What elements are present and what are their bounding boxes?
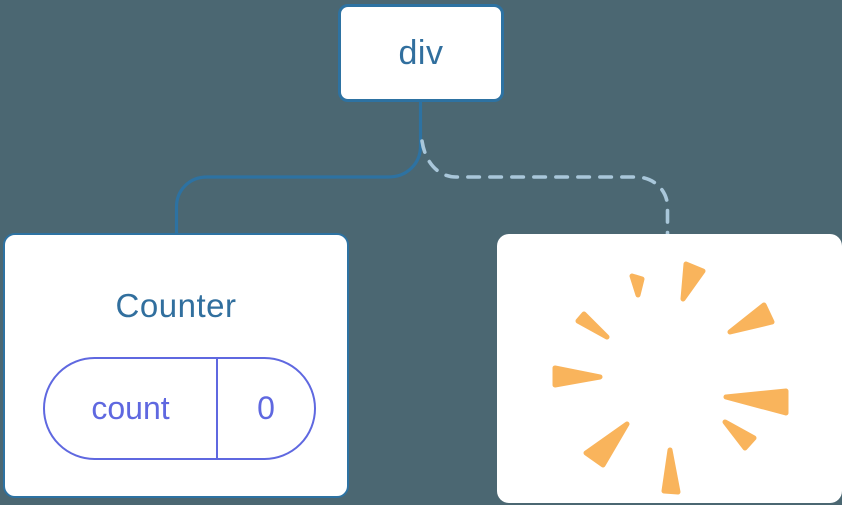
connector-solid-line <box>174 101 423 236</box>
poof-ray <box>552 365 603 388</box>
poof-ray <box>661 447 681 495</box>
state-pill: count 0 <box>43 357 316 460</box>
state-key-label: count <box>91 390 170 426</box>
connector-dashed-line <box>419 135 670 238</box>
poof-ray <box>727 302 775 335</box>
poof-ray <box>723 388 789 416</box>
div-node-label: div <box>398 33 444 72</box>
poof-ray <box>583 421 630 468</box>
poof-burst-icon <box>552 261 789 495</box>
poof-ray <box>575 311 610 340</box>
poof-ray <box>629 273 645 298</box>
state-value: 0 <box>216 359 314 458</box>
counter-node-title: Counter <box>115 287 237 324</box>
div-node: div <box>338 4 504 102</box>
poof-ray <box>680 261 706 302</box>
poof-ray <box>722 419 757 451</box>
counter-node: Counter count 0 <box>3 233 349 498</box>
poof-node <box>497 234 842 503</box>
